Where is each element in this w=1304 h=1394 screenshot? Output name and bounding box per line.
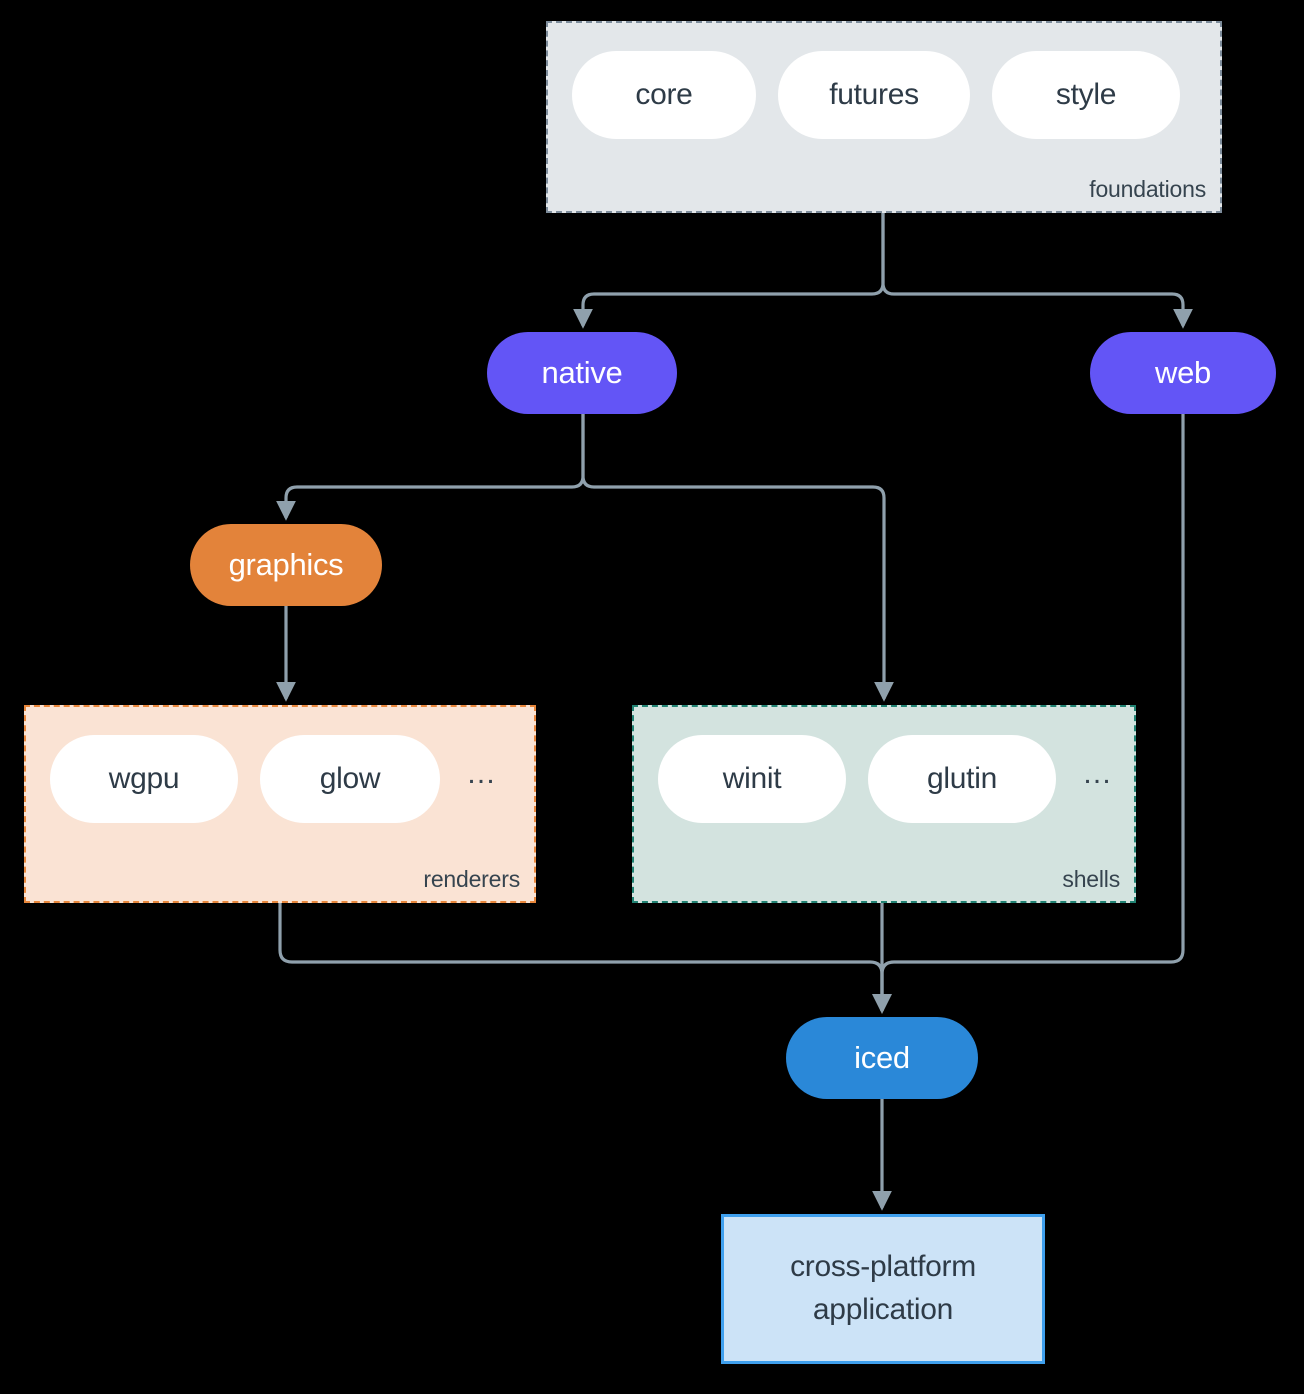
node-web[interactable]: web — [1090, 332, 1276, 414]
renderers-ellipsis: … — [466, 757, 497, 790]
group-shells: winit glutin … shells — [632, 705, 1136, 903]
edge-native-shells — [581, 414, 894, 702]
node-native[interactable]: native — [487, 332, 677, 414]
edge-native-graphics — [276, 414, 585, 521]
node-graphics[interactable]: graphics — [190, 524, 382, 606]
edge-foundations-web — [881, 213, 1193, 329]
app-label-line2: application — [812, 1293, 954, 1326]
app-label-line1: cross-platform — [790, 1250, 976, 1284]
module-glutin[interactable]: glutin — [868, 735, 1056, 823]
module-futures[interactable]: futures — [778, 51, 970, 139]
shells-items: winit glutin … — [658, 735, 1117, 823]
edge-foundations-native — [573, 213, 885, 329]
renderers-items: wgpu glow … — [50, 735, 501, 823]
node-iced[interactable]: iced — [786, 1017, 978, 1099]
group-foundations: core futures style foundations — [546, 21, 1222, 213]
module-glow[interactable]: glow — [260, 735, 440, 823]
module-core[interactable]: core — [572, 51, 756, 139]
group-label-foundations: foundations — [1089, 176, 1206, 202]
module-winit[interactable]: winit — [658, 735, 846, 823]
edge-renderers-iced — [278, 903, 892, 1014]
foundations-items: core futures style — [572, 51, 1180, 139]
group-label-renderers: renderers — [423, 866, 520, 892]
module-style[interactable]: style — [992, 51, 1180, 139]
node-cross-platform-application[interactable]: cross-platform application — [721, 1214, 1045, 1364]
group-label-shells: shells — [1062, 866, 1120, 892]
group-renderers: wgpu glow … renderers — [24, 705, 536, 903]
shells-ellipsis: … — [1082, 757, 1113, 790]
module-wgpu[interactable]: wgpu — [50, 735, 238, 823]
